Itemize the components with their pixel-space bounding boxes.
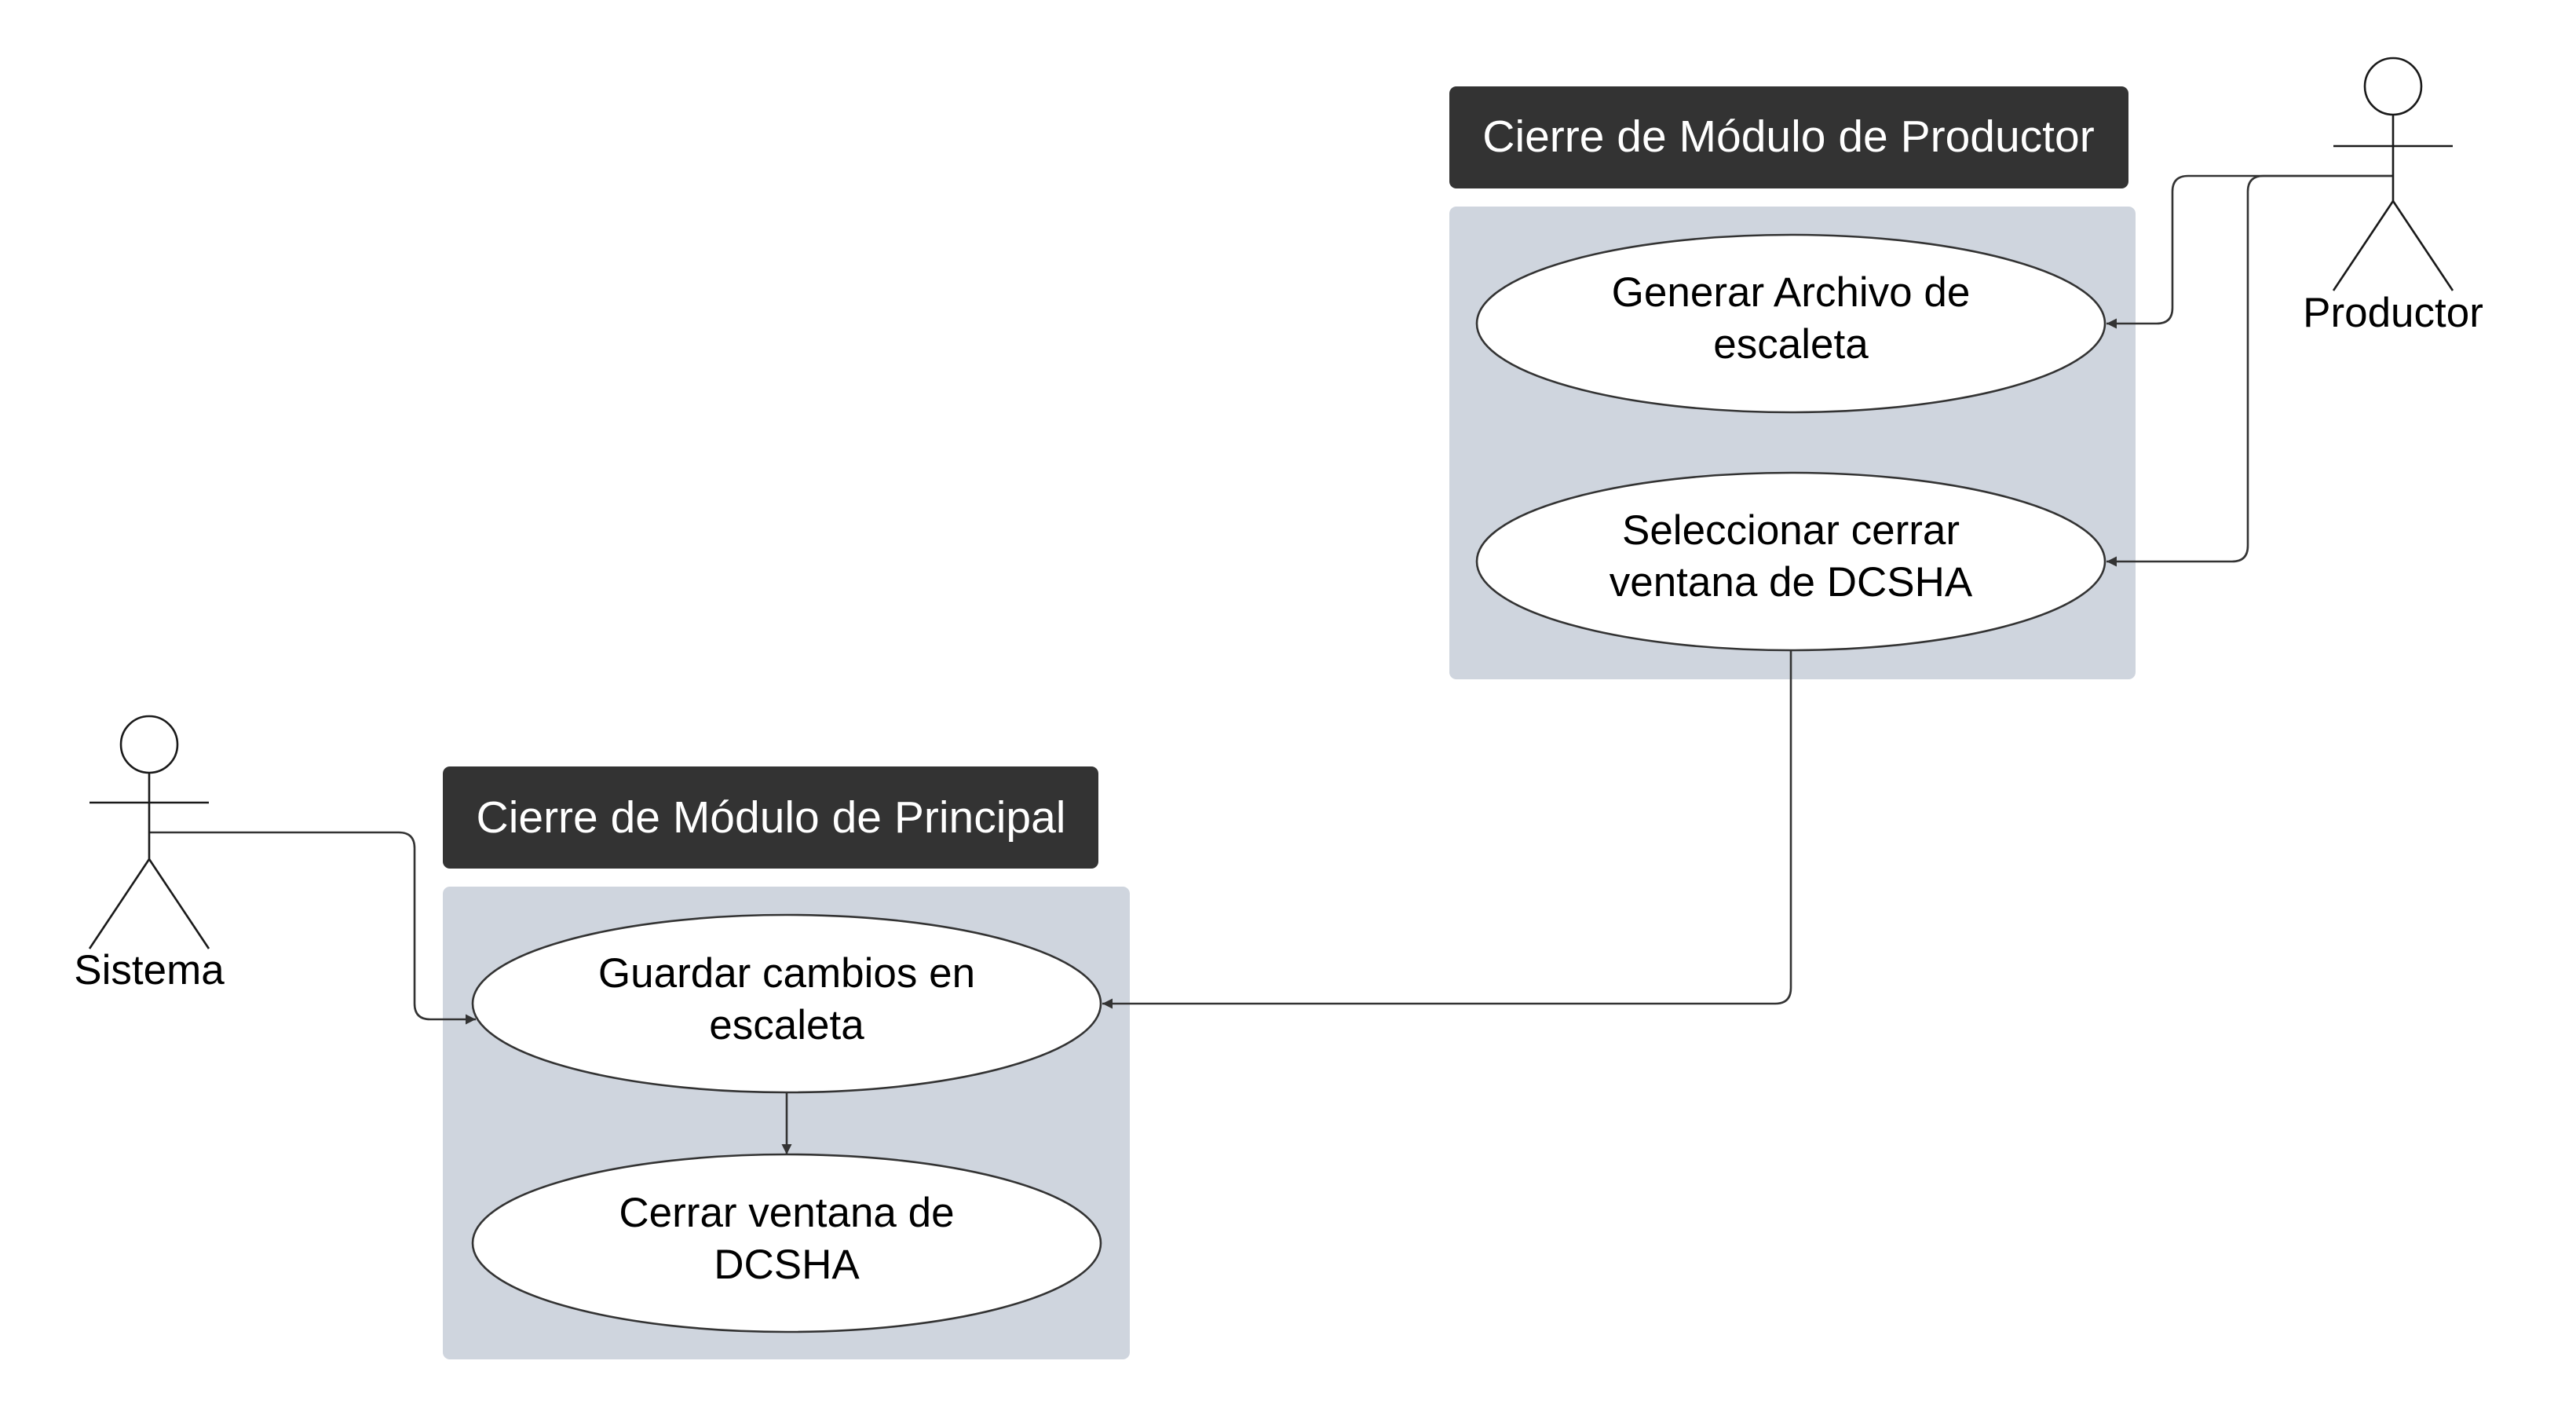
connector-seleccionar-to-guardar [1102, 650, 1792, 1009]
connector-productor-to-seleccionar [2106, 174, 2393, 567]
connector-productor-to-generar [2106, 174, 2393, 329]
boundary-productor-title: Cierre de Módulo de Productor [1482, 112, 2094, 162]
boundary-productor-header [1449, 86, 2128, 188]
actor-productor: Productor [2303, 57, 2483, 336]
use-case-cerrar-line-1: Cerrar ventana de [619, 1190, 954, 1236]
connector-sistema-to-guardar [149, 831, 476, 1025]
actor-productor-label: Productor [2303, 290, 2483, 336]
use-case-seleccionar: Seleccionar cerrar ventana de DCSHA [1475, 471, 2106, 652]
use-case-generar-line-2: escaleta [1713, 321, 1869, 368]
actor-sistema: Sistema [74, 715, 225, 993]
boundary-principal-title: Cierre de Módulo de Principal [477, 792, 1066, 843]
use-case-cerrar: Cerrar ventana de DCSHA [471, 1153, 1102, 1333]
use-case-cerrar-shape [471, 1153, 1102, 1333]
connectors [149, 174, 2393, 1154]
use-case-generar-line-1: Generar Archivo de [1612, 269, 1971, 316]
use-case-guardar-line-2: escaleta [709, 1002, 864, 1048]
use-case-generar-shape [1475, 233, 2106, 414]
actor-sistema-icon [88, 715, 210, 949]
use-case-guardar: Guardar cambios en escaleta [471, 913, 1102, 1094]
actor-productor-icon [2332, 57, 2454, 291]
use-case-guardar-shape [471, 913, 1102, 1094]
use-case-generar: Generar Archivo de escaleta [1475, 233, 2106, 414]
use-case-seleccionar-shape [1475, 471, 2106, 652]
use-case-seleccionar-line-2: ventana de DCSHA [1610, 559, 1973, 605]
use-case-cerrar-line-2: DCSHA [714, 1242, 860, 1288]
boundary-principal-header [443, 766, 1098, 869]
use-case-guardar-line-1: Guardar cambios en [598, 950, 975, 997]
use-case-seleccionar-line-1: Seleccionar cerrar [1622, 507, 1960, 554]
actor-sistema-label: Sistema [74, 947, 225, 993]
